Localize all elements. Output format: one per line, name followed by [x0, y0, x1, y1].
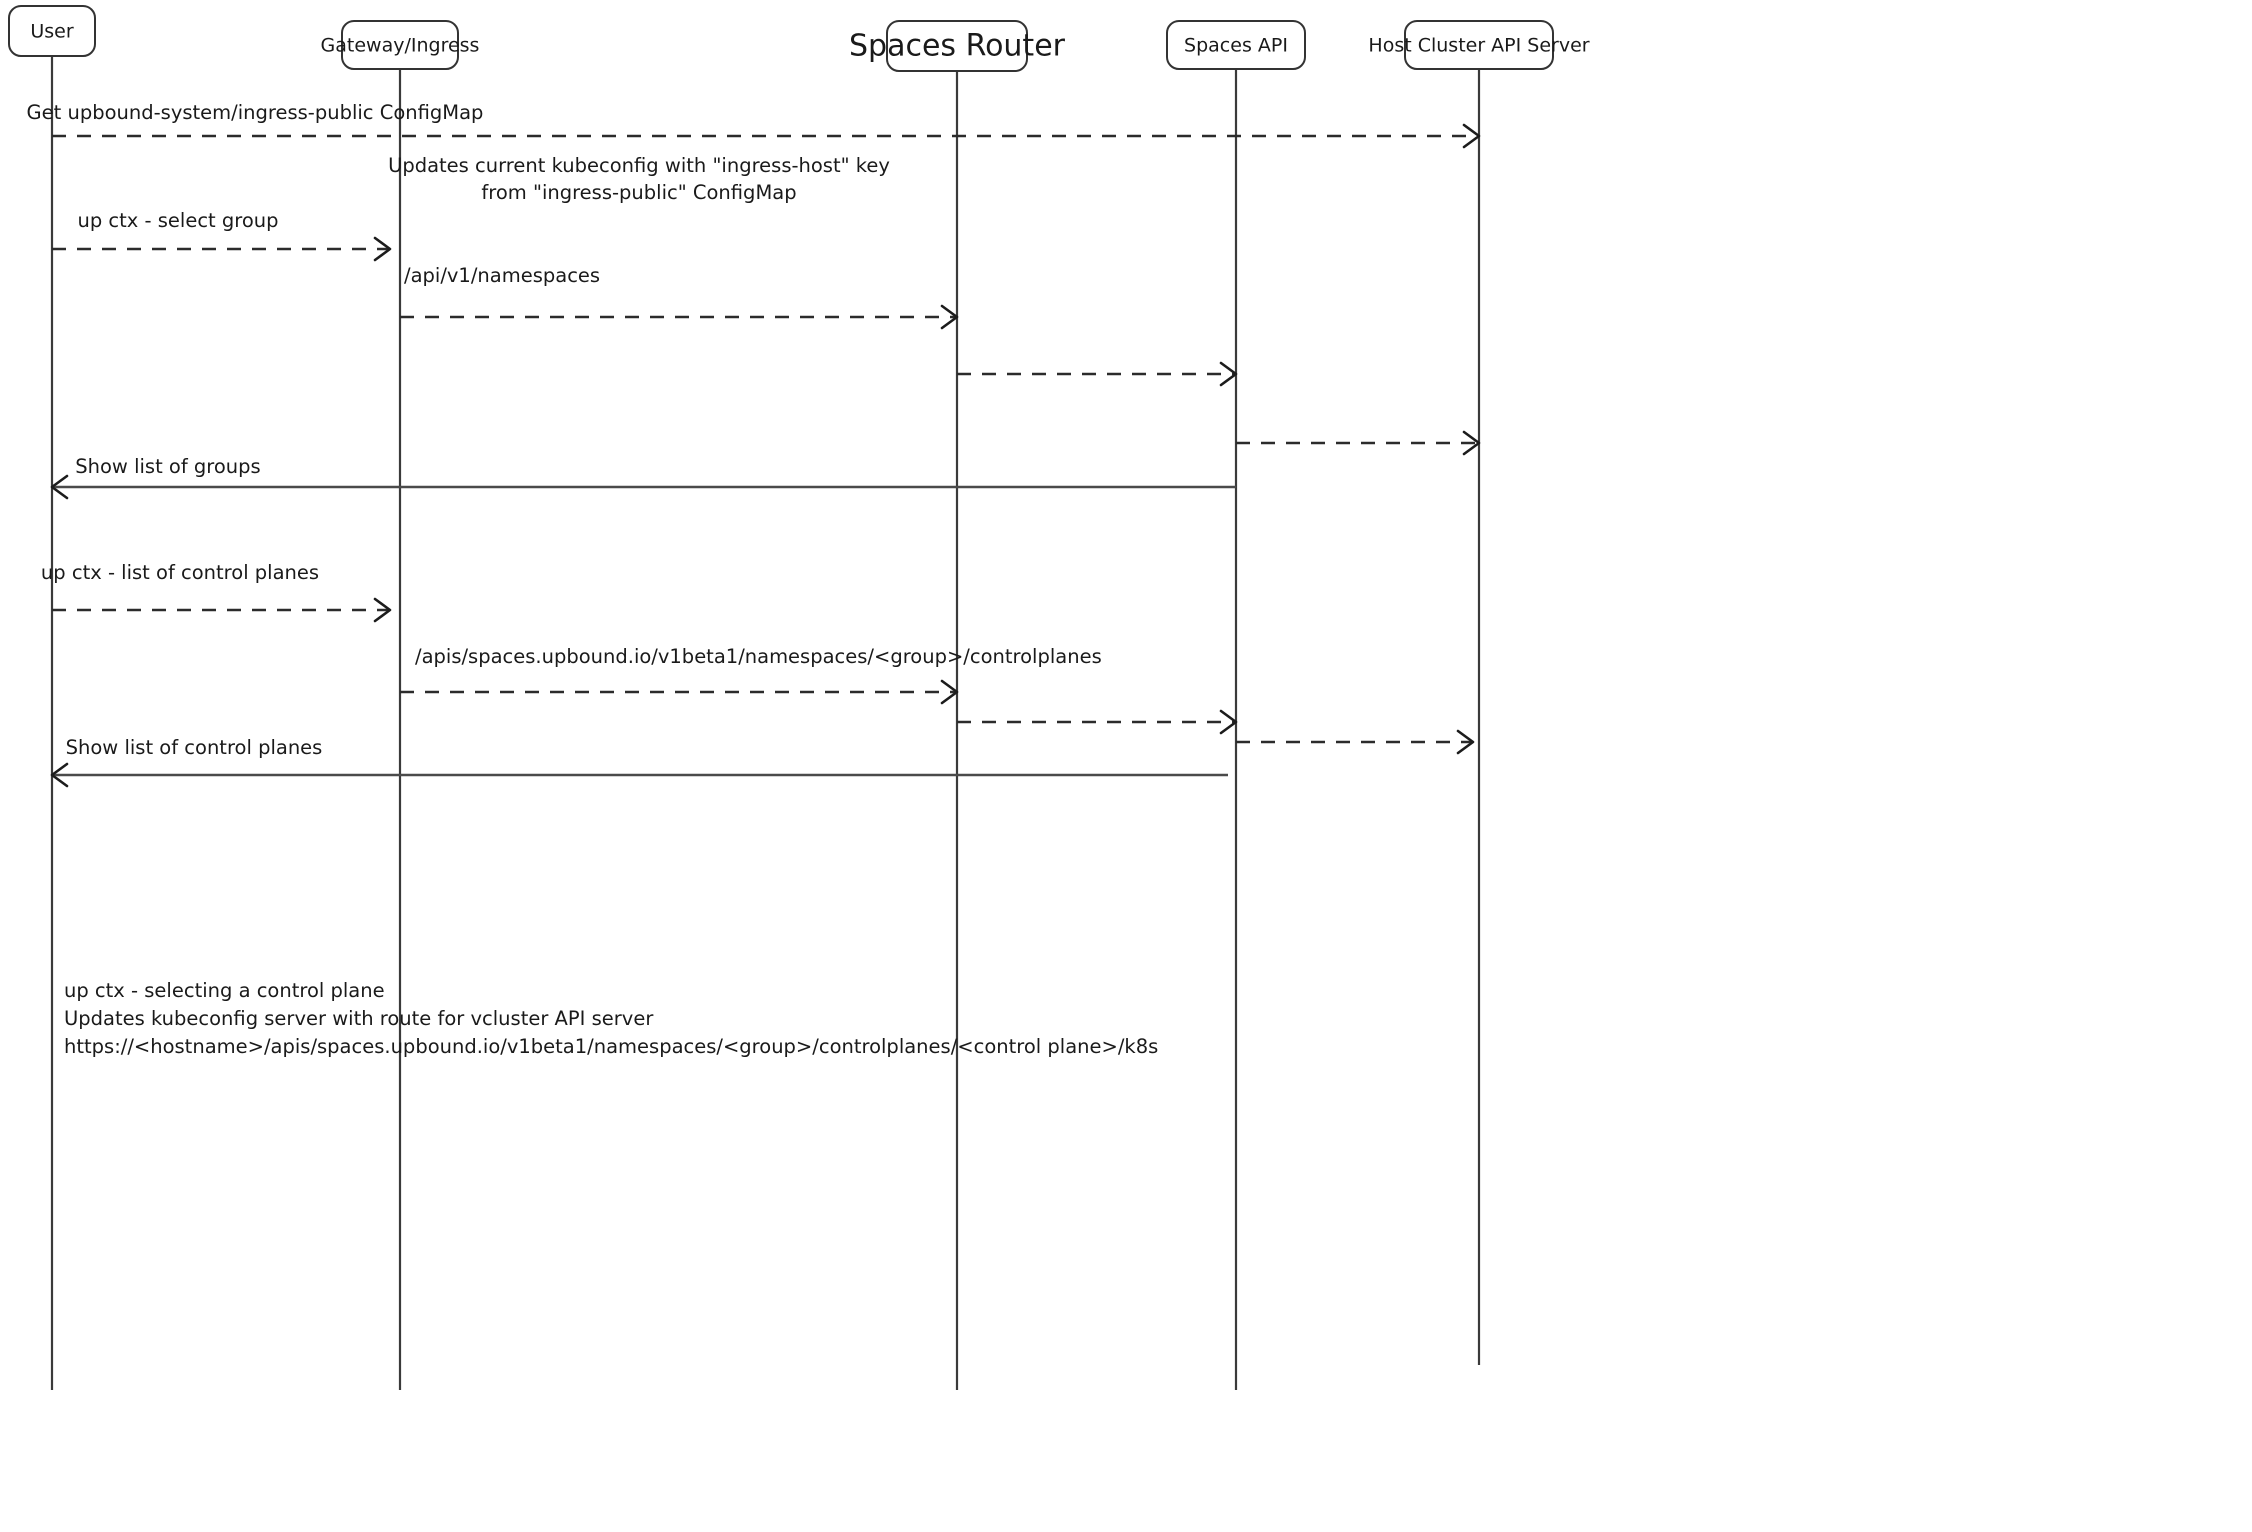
- arrow-head-m7: [373, 597, 392, 623]
- actor-label-gateway: Gateway/Ingress: [321, 35, 480, 57]
- arrow-head-m5: [1462, 430, 1481, 456]
- actor-label-spaces_api: Spaces API: [1184, 35, 1288, 57]
- actor-host[interactable]: Host Cluster API Server: [1368, 20, 1590, 70]
- messages-layer: Get upbound-system/ingress-public Config…: [27, 101, 1481, 788]
- actor-label-router: Spaces Router: [849, 29, 1066, 64]
- actor-gateway[interactable]: Gateway/Ingress: [321, 20, 480, 70]
- message-m3: /api/v1/namespaces: [400, 264, 959, 330]
- arrow-head-m11: [50, 762, 69, 788]
- actor-spaces_api[interactable]: Spaces API: [1166, 20, 1306, 70]
- footer-layer: up ctx - selecting a control planeUpdate…: [64, 979, 1158, 1058]
- arrow-head-m1: [1462, 123, 1481, 149]
- message-m5: [1236, 430, 1481, 456]
- arrow-head-m3: [940, 304, 959, 330]
- message-m2: up ctx - select group: [52, 209, 392, 262]
- actor-box-gateway: [341, 20, 459, 70]
- footer-2: Updates kubeconfig server with route for…: [64, 1007, 654, 1030]
- message-m10: [1236, 729, 1475, 755]
- message-label-m7: up ctx - list of control planes: [41, 561, 319, 584]
- actor-box-host: [1404, 20, 1554, 70]
- arrow-head-m10: [1456, 729, 1475, 755]
- arrow-head-m2: [373, 236, 392, 262]
- message-label-m3: /api/v1/namespaces: [404, 264, 600, 287]
- message-label-m1: Get upbound-system/ingress-public Config…: [27, 101, 484, 124]
- footer-3: https://<hostname>/apis/spaces.upbound.i…: [64, 1035, 1158, 1058]
- message-m4: [957, 361, 1238, 387]
- note-kubeconfig-line-1: Updates current kubeconfig with "ingress…: [388, 154, 890, 177]
- message-m1: Get upbound-system/ingress-public Config…: [27, 101, 1481, 149]
- message-label-m6: Show list of groups: [75, 455, 260, 478]
- arrow-head-m4: [1219, 361, 1238, 387]
- lifelines-layer: [50, 56, 1481, 1390]
- message-m8: /apis/spaces.upbound.io/v1beta1/namespac…: [400, 645, 1102, 705]
- message-m9: [957, 709, 1238, 735]
- actor-box-router: [886, 20, 1028, 72]
- actor-box-spaces_api: [1166, 20, 1306, 70]
- message-m7: up ctx - list of control planes: [41, 561, 392, 623]
- message-label-m8: /apis/spaces.upbound.io/v1beta1/namespac…: [415, 645, 1102, 668]
- note-kubeconfig-line-2: from "ingress-public" ConfigMap: [481, 181, 796, 204]
- actor-label-user: User: [30, 21, 73, 43]
- footer-1: up ctx - selecting a control plane: [64, 979, 385, 1002]
- note-kubeconfig: Updates current kubeconfig with "ingress…: [388, 154, 890, 204]
- actor-box-user: [8, 5, 96, 57]
- arrow-head-m9: [1219, 709, 1238, 735]
- notes-layer: Updates current kubeconfig with "ingress…: [388, 154, 890, 204]
- message-label-m11: Show list of control planes: [66, 736, 323, 759]
- message-label-m2: up ctx - select group: [77, 209, 278, 232]
- actor-label-host: Host Cluster API Server: [1368, 35, 1589, 57]
- message-m6: Show list of groups: [50, 455, 1236, 500]
- arrow-head-m8: [940, 679, 959, 705]
- actor-user[interactable]: User: [8, 5, 96, 57]
- arrow-head-m6: [50, 474, 69, 500]
- actor-router[interactable]: Spaces Router: [849, 20, 1066, 72]
- message-m11: Show list of control planes: [50, 736, 1228, 788]
